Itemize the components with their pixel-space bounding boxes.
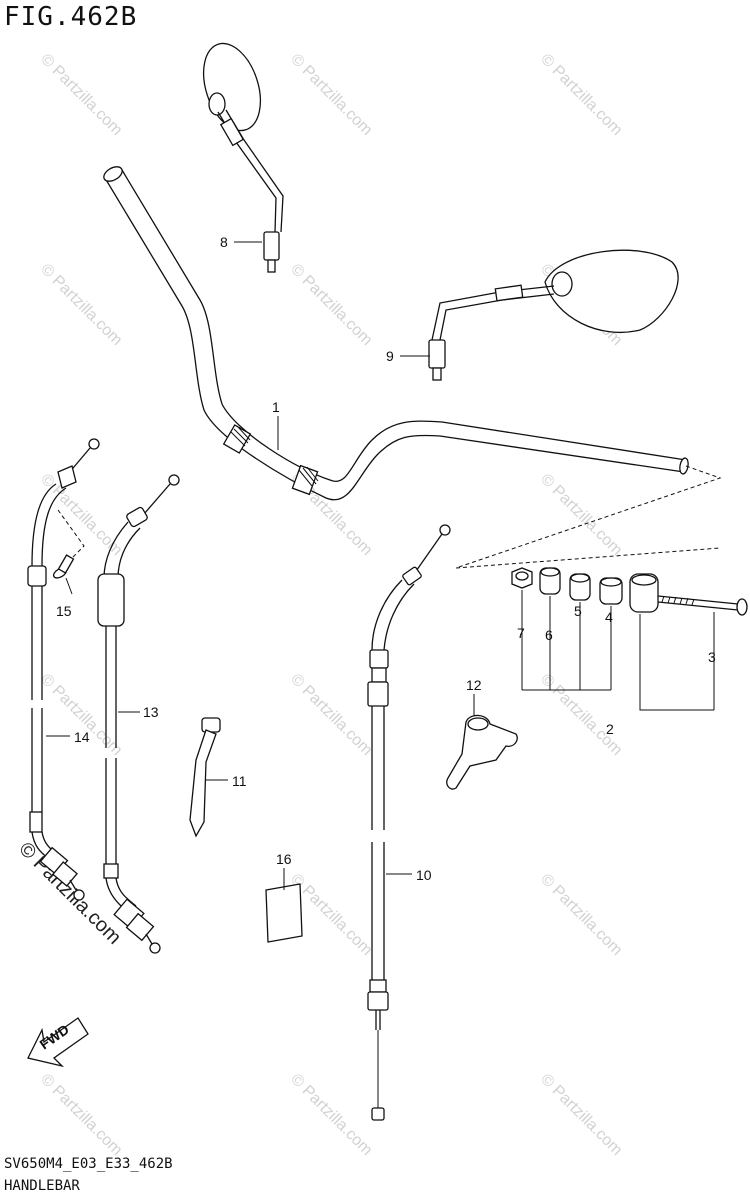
callout-10: 10: [416, 867, 432, 883]
spacer-part-4[interactable]: [599, 577, 623, 605]
callout-2: 2: [606, 721, 614, 737]
watermark-text: © Partzilla.com: [37, 51, 125, 139]
callout-12: 12: [466, 677, 482, 693]
screw-part-15[interactable]: [52, 554, 75, 580]
balancer-kit-part-2[interactable]: [511, 567, 748, 711]
caution-label-part-16[interactable]: [265, 883, 303, 943]
watermark-text: © Partzilla.com: [37, 671, 125, 759]
watermark-corner-text: © Partzilla.com: [14, 838, 125, 949]
right-mirror-part-9[interactable]: [428, 249, 679, 381]
watermark-text: © Partzilla.com: [287, 51, 375, 139]
callout-leaders: [46, 241, 475, 890]
watermark-text: © Partzilla.com: [537, 871, 625, 959]
callout-8: 8: [220, 234, 228, 250]
nut-part-7[interactable]: [511, 567, 533, 589]
figure-code: SV650M4_E03_E33_462B: [4, 1156, 173, 1172]
throttle-cable-part-14[interactable]: [27, 438, 100, 901]
callout-numbers: 1 2 3 4 5 6 7 8 9 10 11 12 13 14 15 16: [56, 234, 716, 883]
callout-11: 11: [232, 773, 247, 789]
callout-6: 6: [545, 627, 553, 643]
screw-part-3[interactable]: [657, 595, 748, 616]
callout-5: 5: [574, 603, 582, 619]
watermark-text: © Partzilla.com: [287, 261, 375, 349]
watermark-text: © Partzilla.com: [287, 671, 375, 759]
watermark-text: © Partzilla.com: [537, 1071, 625, 1159]
forward-direction-arrow: FWD: [27, 1017, 89, 1068]
callout-14: 14: [74, 729, 90, 745]
callout-13: 13: [143, 704, 159, 720]
callout-15: 15: [56, 603, 72, 619]
callout-1: 1: [272, 399, 280, 415]
watermark-text: © Partzilla.com: [287, 1071, 375, 1159]
bar-end-leader-line: [455, 465, 722, 569]
callout-3: 3: [708, 649, 716, 665]
clutch-cable-part-10[interactable]: [367, 524, 451, 1121]
watermark-text: © Partzilla.com: [37, 261, 125, 349]
cable-routing-leader: [57, 509, 85, 565]
handlebar-part-1[interactable]: [101, 164, 689, 501]
spacer-part-6[interactable]: [539, 567, 561, 595]
callout-7: 7: [517, 625, 525, 641]
balancer-weight[interactable]: [629, 573, 659, 613]
watermark-text: © Partzilla.com: [37, 1071, 125, 1159]
cable-holder-part-12[interactable]: [446, 714, 518, 790]
figure-name: HANDLEBAR: [4, 1178, 80, 1194]
cable-tie-part-11[interactable]: [189, 717, 221, 838]
throttle-cable-part-13[interactable]: [97, 474, 180, 954]
spacer-part-5[interactable]: [569, 573, 591, 601]
callout-9: 9: [386, 348, 394, 364]
callout-4: 4: [605, 609, 613, 625]
left-mirror-part-8[interactable]: [193, 36, 284, 273]
watermark-text: © Partzilla.com: [537, 51, 625, 139]
callout-16: 16: [276, 851, 292, 867]
figure-title: FIG.462B: [4, 2, 138, 32]
